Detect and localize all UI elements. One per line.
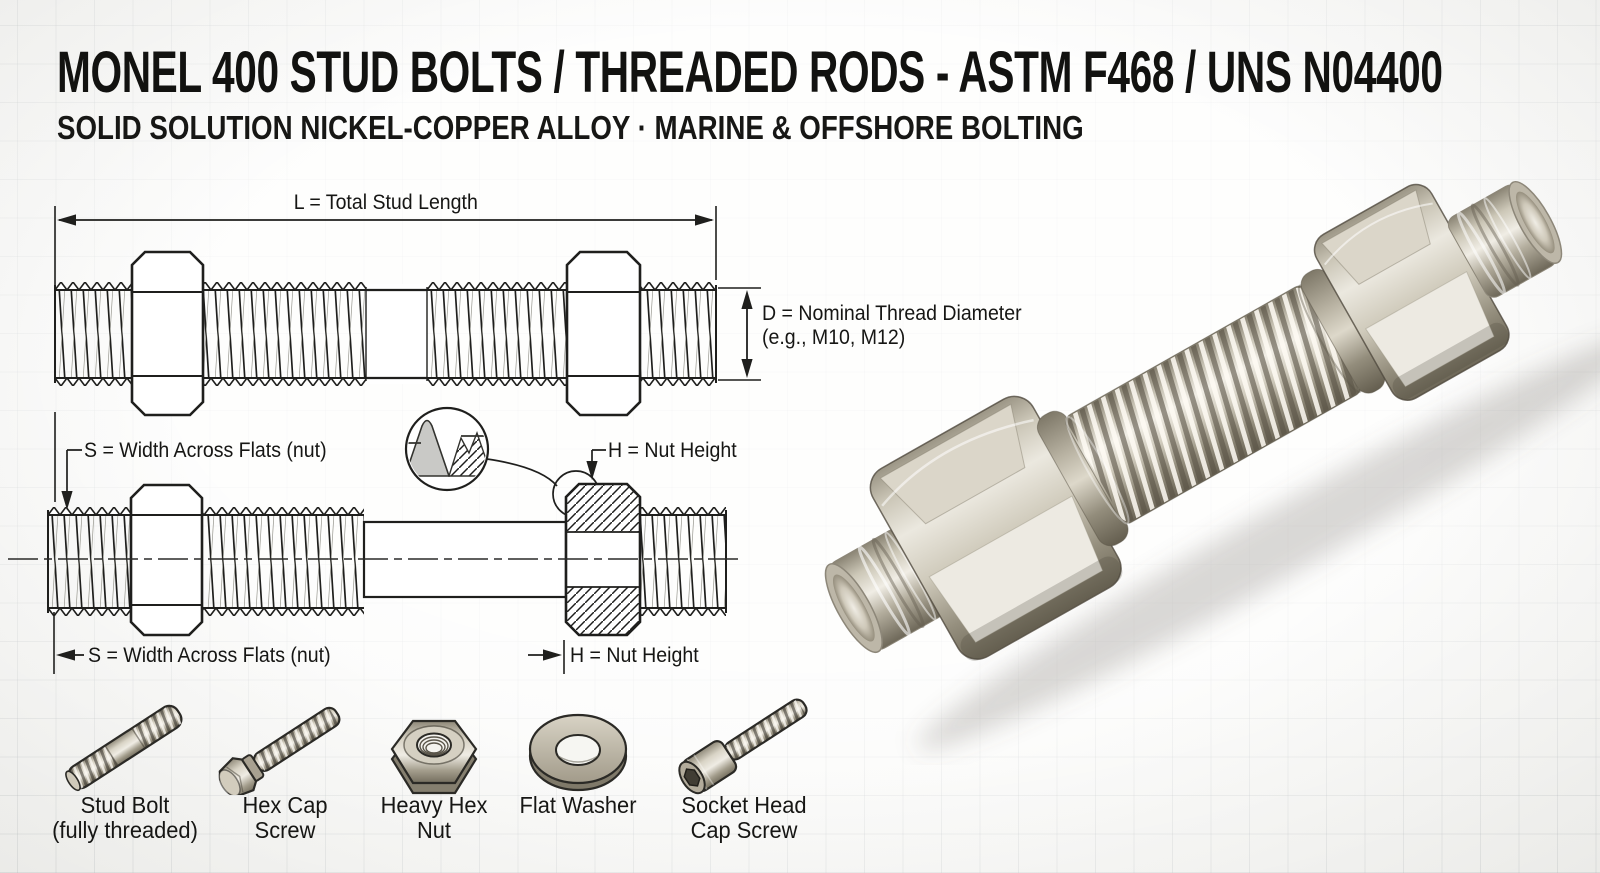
stud-bolt-3d-render — [824, 181, 1600, 750]
top-view-drawing — [54, 206, 761, 502]
dimension-width-across-flats-bottom — [53, 612, 84, 674]
legend-caption-flat-washer: Flat Washer — [483, 793, 673, 818]
label-width-across-flats-bottom: S = Width Across Flats (nut) — [88, 644, 331, 667]
legend-label-line1: Stud Bolt — [80, 792, 170, 818]
leader-width-across-flats-top — [61, 449, 82, 510]
dimension-thread-diameter — [718, 287, 761, 381]
stud-bolt-technical-drawing — [8, 206, 761, 674]
dimension-total-length — [54, 206, 717, 502]
heavy-hex-nut-icon — [390, 719, 478, 795]
legend-caption-hex-cap-screw: Hex Cap Screw — [190, 793, 380, 843]
thread-detail-view — [404, 406, 600, 518]
label-nut-height-bottom: H = Nut Height — [570, 644, 699, 667]
label-nut-height-top: H = Nut Height — [608, 439, 737, 462]
render-threaded-shaft — [1065, 284, 1362, 525]
legend-label-line1: Heavy Hex — [380, 792, 488, 818]
stud-bolt-icon — [65, 704, 183, 792]
legend-caption-socket-head-cap-screw: Socket Head Cap Screw — [649, 793, 839, 843]
legend-label-line2: (fully threaded) — [52, 817, 198, 843]
legend-label-line2: Screw — [254, 817, 316, 843]
flat-washer-icon — [528, 713, 628, 792]
legend-label-line2: Nut — [416, 817, 451, 843]
page-subtitle: SOLID SOLUTION NICKEL-COPPER ALLOY · MAR… — [57, 109, 1084, 146]
legend-label-line2: Cap Screw — [690, 817, 798, 843]
top-view-right-nut — [565, 250, 642, 417]
leader-nut-height-top — [586, 449, 606, 480]
label-thread-diameter-line2: (e.g., M10, M12) — [762, 326, 906, 349]
legend-label-line1: Socket Head — [681, 792, 807, 818]
render-right-nut — [1313, 183, 1510, 401]
page-title: MONEL 400 STUD BOLTS / THREADED RODS - A… — [57, 40, 1443, 105]
legend-label-line1: Flat Washer — [519, 792, 637, 818]
render-right-stud-end — [1447, 181, 1563, 298]
label-width-across-flats-top: S = Width Across Flats (nut) — [84, 439, 327, 462]
socket-head-cap-screw-icon — [678, 698, 808, 795]
label-thread-diameter: D = Nominal Thread Diameter (e.g., M10, … — [762, 302, 1022, 350]
hex-cap-screw-icon — [218, 706, 341, 795]
label-total-stud-length: L = Total Stud Length — [293, 191, 478, 214]
legend-label-line1: Hex Cap — [242, 792, 328, 818]
fastener-legend-art — [65, 698, 808, 795]
label-thread-diameter-line1: D = Nominal Thread Diameter — [762, 302, 1022, 325]
render-shadow — [917, 336, 1600, 750]
section-view-left-nut — [129, 483, 204, 637]
top-view-left-nut — [130, 250, 205, 417]
legend-caption-heavy-hex-nut: Heavy Hex Nut — [339, 793, 529, 843]
section-view-drawing — [8, 449, 744, 674]
dimension-nut-height-bottom — [528, 640, 565, 674]
section-view-cut-nut — [564, 482, 642, 637]
legend-caption-stud-bolt: Stud Bolt (fully threaded) — [30, 793, 220, 843]
